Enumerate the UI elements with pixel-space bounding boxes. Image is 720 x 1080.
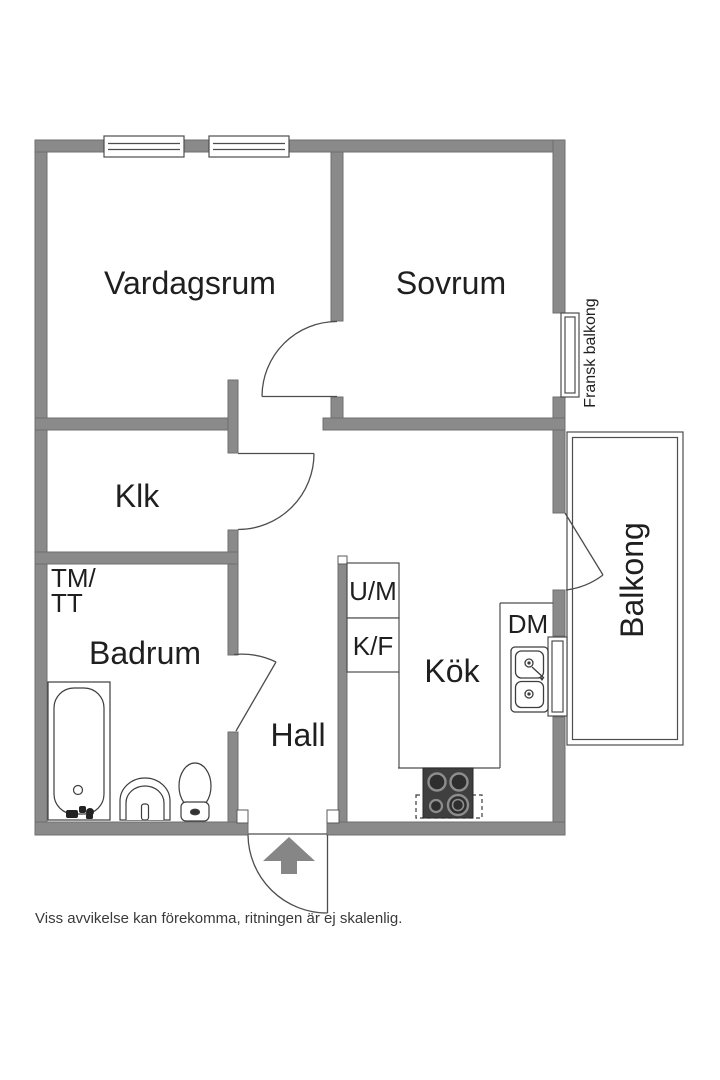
door-sovrum bbox=[261, 320, 338, 398]
room-label-hall: Hall bbox=[270, 717, 326, 753]
room-label-sovrum: Sovrum bbox=[395, 265, 507, 301]
window-livingroom-2 bbox=[208, 135, 290, 158]
washer-dryer-label: TM/TT bbox=[51, 563, 101, 618]
kitchen-sink-icon bbox=[510, 646, 549, 713]
room-label-vardagsrum: Vardagsrum bbox=[104, 265, 276, 301]
window-livingroom-1 bbox=[103, 135, 185, 158]
oven-microwave-box bbox=[346, 562, 400, 619]
bathtub-faucet bbox=[66, 806, 94, 819]
dishwasher-label: DM bbox=[507, 609, 549, 639]
washer-label: TM/ bbox=[51, 563, 96, 593]
oven-microwave-label: U/M bbox=[349, 576, 397, 606]
entrance-arrow-icon bbox=[263, 837, 315, 874]
room-label-klk: Klk bbox=[114, 478, 160, 514]
doors bbox=[233, 320, 604, 914]
window-kitchen bbox=[547, 636, 568, 717]
walls bbox=[34, 139, 566, 836]
hand-basin-icon bbox=[119, 777, 171, 821]
room-label-badrum: Badrum bbox=[88, 635, 202, 671]
fridge-freezer-label: K/F bbox=[352, 631, 394, 661]
window-french-balcony bbox=[560, 312, 580, 398]
fridge-freezer-box bbox=[346, 617, 400, 673]
dryer-label: TT bbox=[51, 588, 83, 618]
toilet-icon bbox=[178, 762, 212, 822]
stove-icon bbox=[415, 767, 483, 819]
disclaimer-text: Viss avvikelse kan förekomma, ritningen … bbox=[35, 910, 403, 927]
kitchen-wall-cap bbox=[337, 555, 348, 565]
entrance-jamb-left bbox=[236, 809, 249, 824]
balcony-label: Balkong bbox=[614, 522, 650, 638]
door-balcony bbox=[564, 512, 604, 591]
door-badrum bbox=[233, 653, 277, 732]
door-entrance bbox=[247, 833, 329, 914]
bathtub-icon bbox=[47, 681, 111, 821]
door-klk bbox=[237, 452, 315, 531]
windows bbox=[103, 135, 580, 717]
door-jambs bbox=[236, 555, 348, 824]
entrance-jamb-right bbox=[326, 809, 340, 824]
room-label-kok: Kök bbox=[424, 653, 480, 689]
kitchen-counter bbox=[346, 562, 553, 769]
french-balcony-label: Fransk balkong bbox=[582, 298, 599, 408]
